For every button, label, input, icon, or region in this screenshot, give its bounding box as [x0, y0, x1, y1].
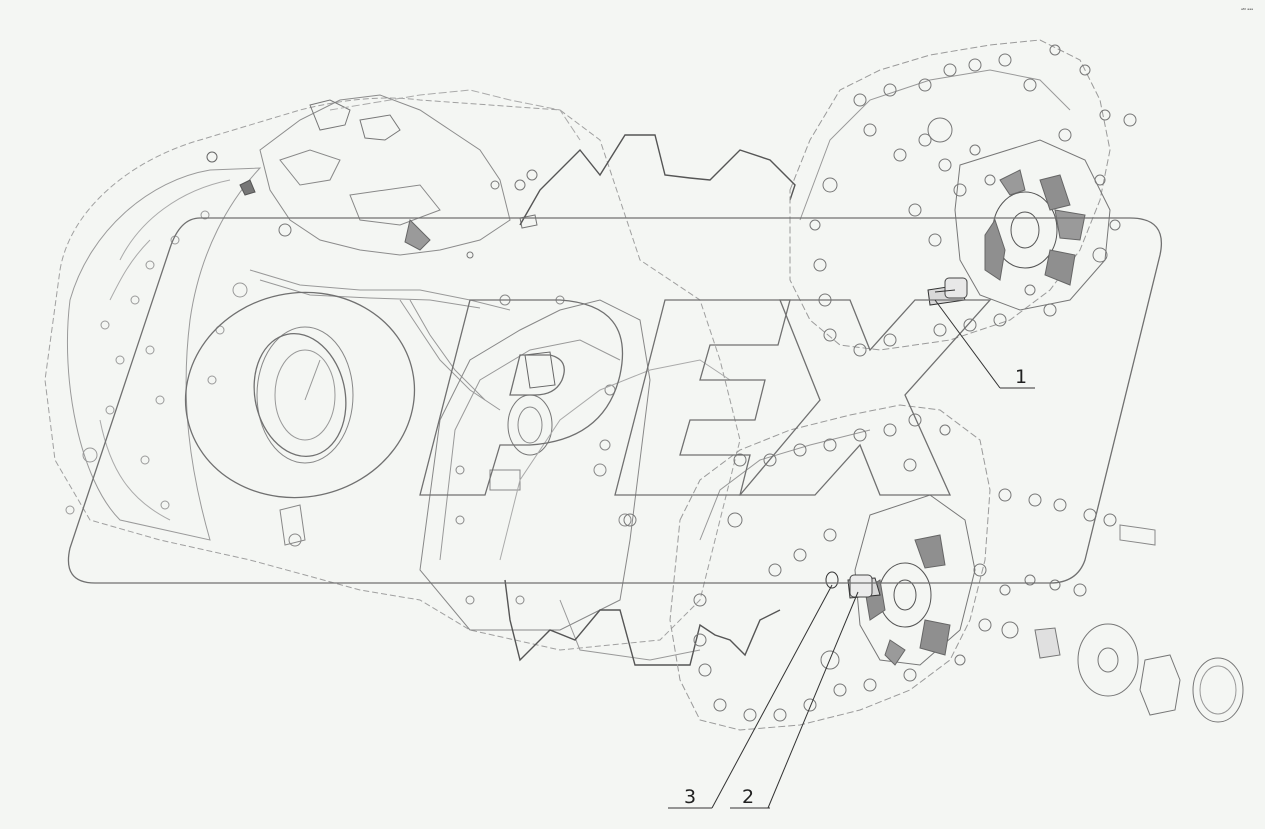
- callout-leaders: [668, 299, 1035, 809]
- watermark-logo: [67, 217, 1162, 584]
- lower-right-cover-assembly: [624, 405, 1243, 730]
- leader-line-3: [711, 584, 833, 809]
- upper-right-cover-assembly: [790, 40, 1136, 356]
- leader-line-1: [934, 299, 1001, 389]
- gear-plate-outline: [505, 135, 795, 665]
- leader-line-2: [767, 591, 859, 809]
- callout-label-2: 2: [742, 786, 754, 808]
- callout-label-1: 1: [1015, 366, 1027, 388]
- transmission-housing-assembly: [45, 90, 740, 660]
- corner-code: ᵃᴹ ᵃᵃᵃ: [1241, 8, 1253, 14]
- callout-label-3: 3: [684, 786, 696, 808]
